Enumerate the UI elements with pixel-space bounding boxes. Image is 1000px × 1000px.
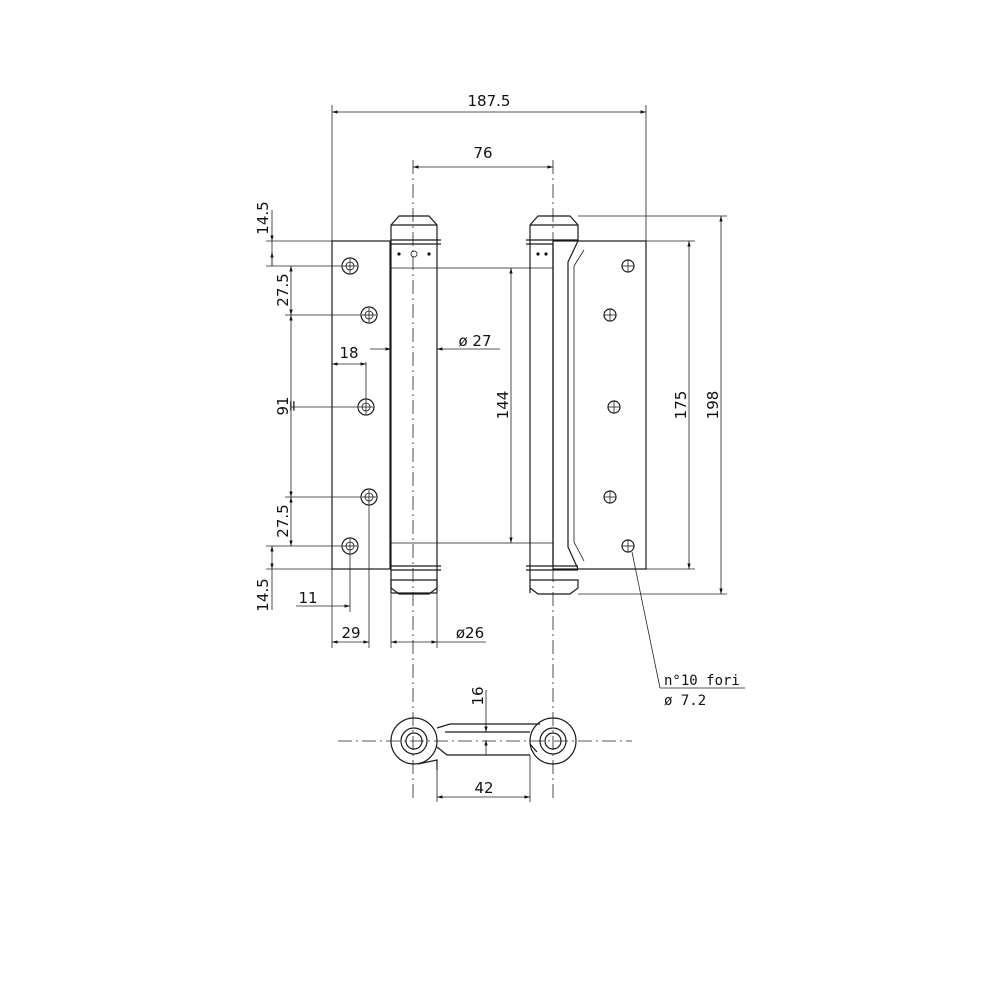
dim-hole-offset-18 — [332, 362, 367, 399]
hole-1 — [341, 257, 359, 275]
hole-r5 — [621, 539, 635, 553]
hole-4 — [360, 488, 378, 506]
right-leaf — [552, 240, 647, 570]
dim-top-margin-label: 14.5 — [254, 201, 272, 234]
dim-overall-width — [331, 105, 647, 241]
dim-hole-spacing-bottom-label: 27.5 — [274, 504, 292, 537]
dim-equal-mark: = — [283, 400, 301, 413]
dim-hole-spacing-mid-label: 91 — [274, 396, 292, 415]
hole-r1 — [621, 259, 635, 273]
left-leaf — [331, 240, 391, 570]
dim-overall-width-label: 187.5 — [468, 92, 511, 110]
hole-2 — [360, 306, 378, 324]
dim-barrel-diameter-2-label: ø26 — [456, 624, 484, 642]
holes-note-diameter: ø 7.2 — [664, 693, 706, 709]
dim-section-width-label: 42 — [474, 779, 493, 797]
hole-r4 — [603, 490, 617, 504]
dim-leaf-width — [332, 505, 370, 648]
right-leaf-holes — [603, 259, 635, 553]
section-view — [338, 717, 632, 770]
dim-spring-length-label: 144 — [494, 391, 512, 420]
dim-left-chain — [266, 210, 361, 610]
left-barrel — [390, 215, 441, 595]
dim-leaf-height — [646, 240, 695, 570]
dim-hole-spacing-top-label: 27.5 — [274, 273, 292, 306]
dim-overall-height — [578, 215, 727, 595]
dim-hole-offset-11-label: 11 — [298, 589, 317, 607]
dim-hole-offset-18-label: 18 — [339, 344, 358, 362]
dim-barrel-spacing-label: 76 — [473, 144, 492, 162]
dim-hole-offset-11 — [296, 554, 351, 648]
holes-leader — [631, 551, 745, 689]
hole-r2 — [603, 308, 617, 322]
hole-3 — [357, 398, 375, 416]
dim-leaf-width-label: 29 — [341, 624, 360, 642]
left-leaf-holes — [341, 257, 378, 555]
hole-r3 — [607, 400, 621, 414]
dim-barrel-diameter-2 — [390, 594, 486, 648]
holes-note-count: n°10 fori — [664, 673, 740, 689]
dim-bottom-margin-label: 14.5 — [254, 578, 272, 611]
right-barrel — [526, 215, 579, 595]
dim-section-width — [436, 755, 531, 802]
dim-section-depth-label: 16 — [469, 686, 487, 705]
dim-leaf-height-label: 175 — [672, 391, 690, 420]
dim-barrel-diameter-label: ø 27 — [458, 332, 491, 350]
dim-overall-height-label: 198 — [704, 391, 722, 420]
hole-5 — [341, 537, 359, 555]
